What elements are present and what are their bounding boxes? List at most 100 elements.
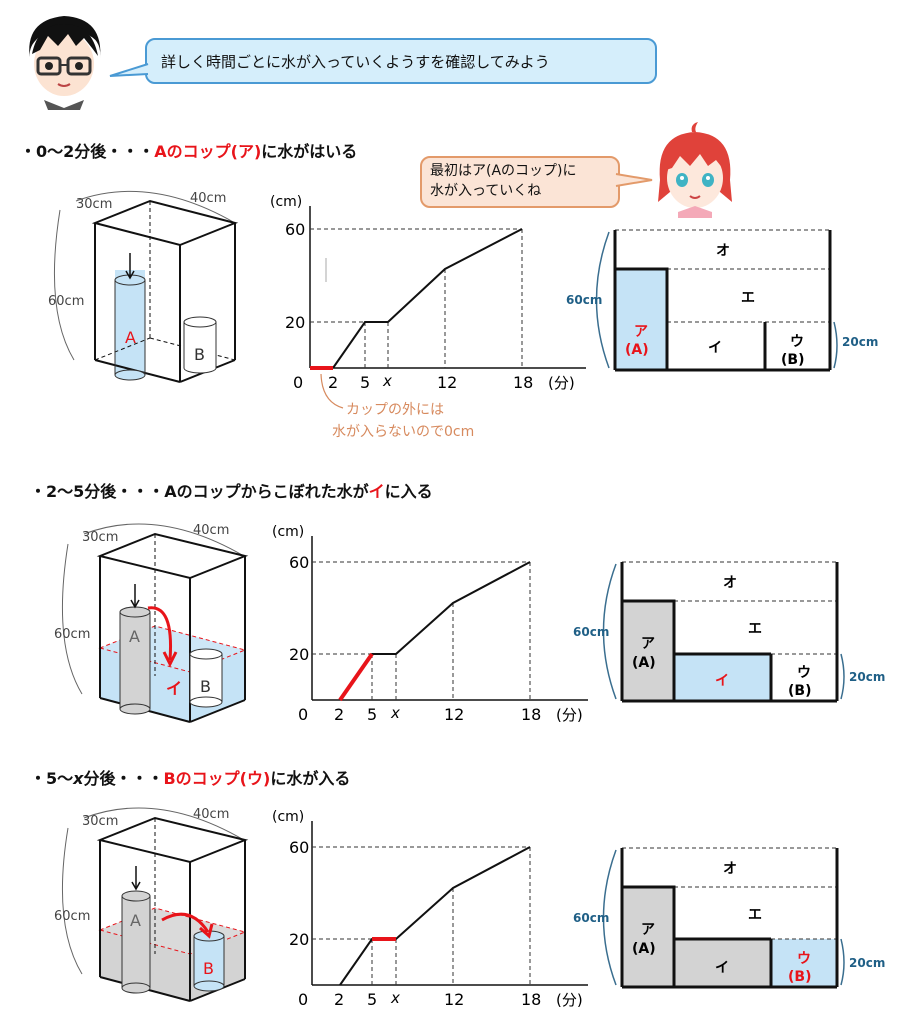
height-60-label: 60cm	[573, 911, 609, 925]
x-tick-12: 12	[444, 705, 464, 724]
y-tick-60: 60	[289, 553, 309, 572]
region-u: ウ	[797, 951, 811, 967]
cup-b	[189, 648, 223, 708]
depth-line	[339, 846, 531, 986]
cross-section-1: 60cm 20cm オ エ ア (A) イ ウ (B)	[566, 229, 878, 372]
intro-speech-bubble: 詳しく時間ごとに水が入っていくようすを確認してみよう	[145, 38, 657, 84]
x-tick-x: x	[382, 372, 392, 390]
depth-graph-3: (cm) 60 20 0 2 5 x 12 18 (分)	[272, 809, 588, 1009]
girl-speech-bubble: 最初はア(Aのコップ)に 水が入っていくね	[420, 156, 620, 208]
x-tick-18: 18	[521, 705, 541, 724]
section2-title: ・2～5分後・・・Aのコップからこぼれた水がイに入る	[30, 482, 433, 501]
y-axis-unit: (cm)	[272, 524, 304, 540]
cup-a	[121, 890, 151, 994]
height-label: 60cm	[48, 294, 84, 309]
cross-section-3: 60cm 20cm オ エ ア (A) イ ウ (B)	[573, 847, 885, 989]
x-axis-unit: (分)	[548, 374, 575, 392]
cup-b-label: B	[200, 677, 211, 696]
cup-b	[193, 930, 225, 992]
depth-line	[332, 228, 523, 369]
girl-avatar	[652, 122, 738, 218]
height-20-label: 20cm	[849, 670, 885, 684]
region-i: イ	[715, 960, 729, 976]
container-box-3: A B 30cm 40cm 60cm	[54, 807, 249, 1002]
intro-bubble-tail	[109, 63, 149, 77]
section1-title: ・0～2分後・・・Aのコップ(ア)に水がはいる	[20, 142, 358, 161]
x-tick-18: 18	[521, 990, 541, 1009]
region-u: ウ	[790, 334, 804, 350]
width-label: 30cm	[82, 530, 118, 545]
cup-a-label: A	[129, 627, 140, 646]
cup-a	[114, 274, 146, 381]
cup-b	[183, 316, 217, 374]
x-tick-x: x	[390, 704, 400, 722]
cup-a-label: A	[125, 328, 136, 347]
depth-label: 40cm	[190, 191, 226, 206]
x-tick-2: 2	[334, 705, 344, 724]
x-tick-2: 2	[328, 373, 338, 392]
region-u-sub: (B)	[781, 352, 804, 368]
x-tick-0: 0	[298, 990, 308, 1009]
x-tick-x: x	[390, 989, 400, 1007]
region-o: オ	[723, 861, 737, 877]
x-tick-18: 18	[513, 373, 533, 392]
boy-avatar	[18, 8, 110, 110]
cup-a-label: A	[130, 911, 141, 930]
depth-graph-1: (cm) 60 20 0 2 5 x 12 18 (分) カップの外には 水が入…	[270, 194, 586, 440]
region-e: エ	[748, 621, 762, 637]
depth-line	[339, 561, 531, 701]
region-a: ア	[634, 324, 648, 340]
region-o: オ	[723, 575, 737, 591]
x-axis-unit: (分)	[556, 706, 583, 724]
cup-b-label: B	[203, 959, 214, 978]
x-tick-5: 5	[367, 705, 377, 724]
height-label: 60cm	[54, 627, 90, 642]
region-e: エ	[748, 907, 762, 923]
region-a: ア	[641, 636, 655, 652]
height-60-label: 60cm	[566, 293, 602, 307]
girl-bubble-tail	[615, 173, 653, 187]
y-tick-60: 60	[285, 220, 305, 239]
height-20-label: 20cm	[849, 956, 885, 970]
region-a-sub: (A)	[625, 342, 649, 358]
width-label: 30cm	[76, 197, 112, 212]
y-tick-20: 20	[289, 930, 309, 949]
x-tick-5: 5	[367, 990, 377, 1009]
region-u-sub: (B)	[788, 683, 811, 699]
height-20-label: 20cm	[842, 335, 878, 349]
region-o: オ	[716, 243, 730, 259]
height-label: 60cm	[54, 909, 90, 924]
cross-section-2: 60cm 20cm オ エ ア (A) イ ウ (B)	[573, 561, 885, 703]
x-axis-unit: (分)	[556, 991, 583, 1009]
region-a-sub: (A)	[632, 655, 656, 671]
region-i: イ	[715, 673, 729, 689]
y-tick-60: 60	[289, 838, 309, 857]
height-60-label: 60cm	[573, 625, 609, 639]
depth-label: 40cm	[193, 523, 229, 538]
width-label: 30cm	[82, 814, 118, 829]
section3-title: ・5～x分後・・・Bのコップ(ウ)に水が入る	[30, 769, 351, 788]
cup-b-label: B	[194, 345, 205, 364]
y-axis-unit: (cm)	[270, 194, 302, 210]
container-box-2: A B イ 30cm 40cm 60cm	[54, 523, 249, 723]
y-axis-unit: (cm)	[272, 809, 304, 825]
y-tick-20: 20	[285, 313, 305, 332]
x-tick-0: 0	[293, 373, 303, 392]
container-box-1: A B 30cm 40cm 60cm	[48, 190, 239, 383]
region-a: ア	[641, 922, 655, 938]
region-i: イ	[708, 340, 722, 356]
region-e: エ	[741, 290, 755, 306]
x-tick-12: 12	[444, 990, 464, 1009]
note-line-2: 水が入らないので0cm	[332, 424, 474, 440]
depth-label: 40cm	[193, 807, 229, 822]
y-tick-20: 20	[289, 645, 309, 664]
note-line-1: カップの外には	[346, 402, 444, 418]
intro-bubble-text: 詳しく時間ごとに水が入っていくようすを確認してみよう	[161, 53, 550, 71]
x-tick-2: 2	[334, 990, 344, 1009]
region-i-label: イ	[166, 679, 182, 698]
region-u-sub: (B)	[788, 969, 811, 985]
x-tick-5: 5	[360, 373, 370, 392]
region-a-sub: (A)	[632, 941, 656, 957]
region-u: ウ	[797, 665, 811, 681]
x-tick-0: 0	[298, 705, 308, 724]
